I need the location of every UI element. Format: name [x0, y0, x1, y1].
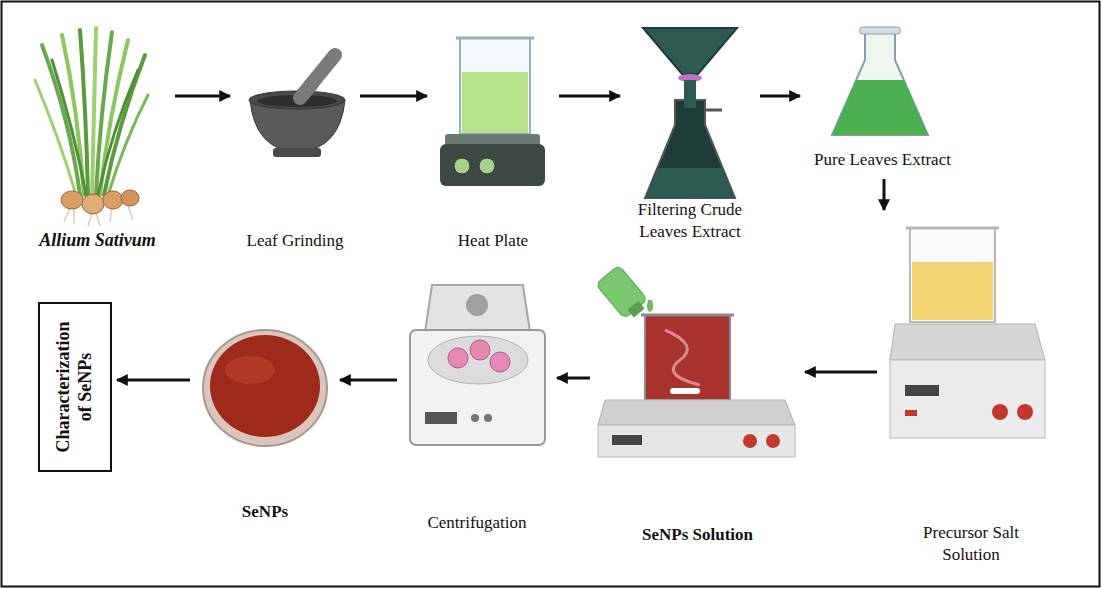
- flow-arrow: [760, 95, 800, 98]
- heat-plate-illustration: [440, 38, 545, 186]
- allium-plant-illustration: [35, 28, 148, 226]
- step-label: Centrifugation: [427, 512, 526, 534]
- process-step: SeNPs: [195, 318, 335, 529]
- petri-dish-illustration: [203, 330, 327, 446]
- mortar-illustration: [249, 55, 345, 157]
- flow-arrow: [117, 379, 190, 382]
- senps-solution-illustration: [596, 265, 795, 457]
- step-label: Allium Sativum: [39, 229, 156, 252]
- process-step: Filtering Crude Leaves Extract: [625, 20, 755, 247]
- process-step: Leaf Grinding: [235, 45, 355, 258]
- process-step: Heat Plate: [432, 30, 554, 258]
- precursor-illustration: [890, 228, 1045, 438]
- result-box: Characterization of SeNPs: [38, 302, 112, 472]
- flow-arrow: [559, 95, 620, 98]
- step-label: Heat Plate: [458, 230, 528, 252]
- step-label: Filtering Crude Leaves Extract: [628, 199, 752, 243]
- step-label: SeNPs: [242, 501, 288, 523]
- process-step: Precursor Salt Solution: [882, 215, 1060, 570]
- flow-arrow: [175, 95, 230, 98]
- result-label: Characterization of SeNPs: [53, 312, 96, 462]
- process-step: SeNPs Solution: [595, 265, 800, 552]
- flow-arrow: [805, 371, 877, 374]
- flow-arrow: [883, 179, 886, 210]
- step-label: SeNPs Solution: [642, 524, 753, 546]
- step-label: Precursor Salt Solution: [911, 522, 1031, 566]
- flow-arrow: [340, 379, 397, 382]
- step-label: Pure Leaves Extract: [814, 149, 951, 171]
- process-step: Allium Sativum: [25, 30, 170, 258]
- flow-arrow: [360, 95, 427, 98]
- centrifuge-illustration: [410, 285, 545, 445]
- process-step: Pure Leaves Extract: [805, 24, 960, 174]
- flask-illustration: [832, 27, 928, 135]
- filtration-illustration: [643, 28, 737, 198]
- flow-arrow: [557, 377, 590, 380]
- process-step: Centrifugation: [402, 278, 552, 540]
- step-label: Leaf Grinding: [247, 230, 344, 252]
